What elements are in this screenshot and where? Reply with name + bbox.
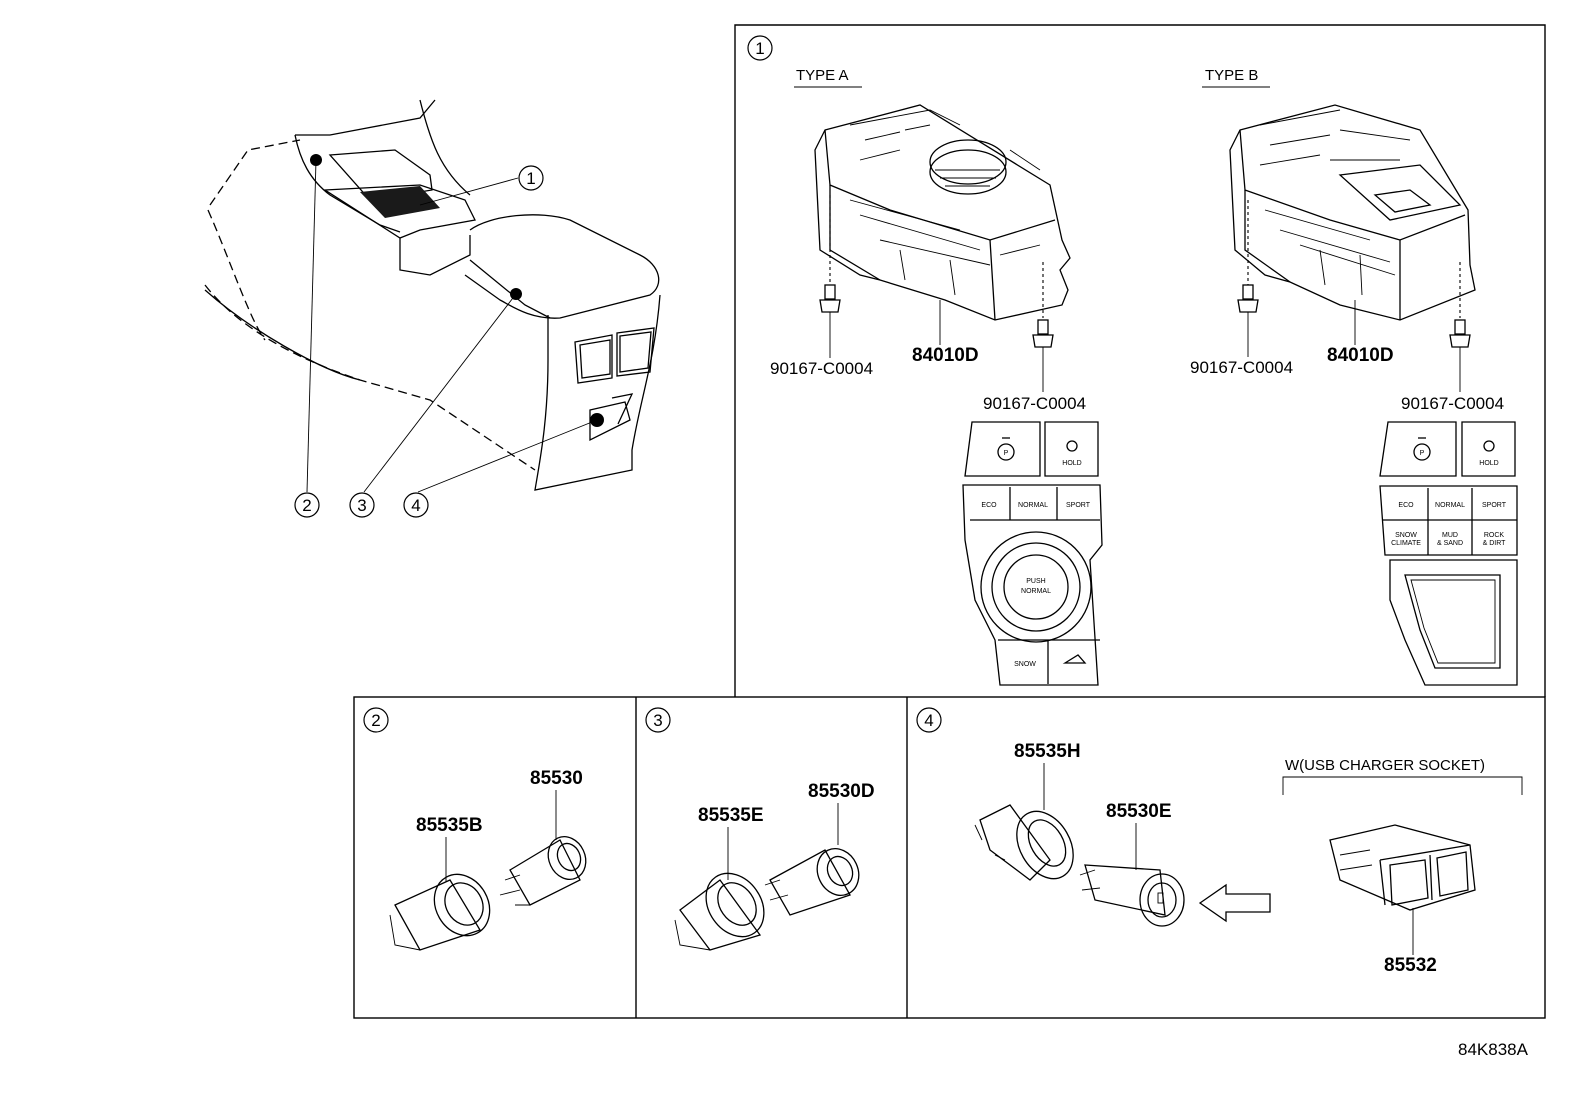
type-b-group: TYPE B 90167-C0004 84010D [1190, 67, 1518, 686]
type-b-mud-label: MUD [1442, 532, 1458, 539]
socket-85535h [974, 804, 1074, 881]
type-b-bolt-right-label: 90167-C0004 [1401, 394, 1504, 413]
panel-3-part-a: 85535E [698, 805, 764, 826]
diagram-code: 84K838A [1458, 1040, 1529, 1059]
type-a-module [814, 104, 1071, 321]
callout-3-circle [349, 492, 375, 518]
callout-3: 3 [357, 496, 366, 515]
socket-85530d [764, 848, 860, 916]
type-b-snow-sub-label: CLIMATE [1391, 540, 1421, 547]
panel-3-index-circle [645, 707, 671, 733]
usb-heading: W(USB CHARGER SOCKET) [1285, 757, 1485, 774]
panel-2-index-circle [363, 707, 389, 733]
type-a-switch-face: P HOLD ECO NORMAL SPORT PUSH NORMAL SNOW [962, 421, 1103, 686]
panel-3-index: 3 [653, 711, 662, 730]
type-a-eco-label: ECO [981, 502, 997, 509]
callout-4: 4 [411, 496, 420, 515]
type-a-bolt-right-label: 90167-C0004 [983, 394, 1086, 413]
type-b-module [1229, 104, 1476, 321]
type-b-bolt-right [1449, 262, 1471, 392]
type-b-bolt-left-label: 90167-C0004 [1190, 358, 1293, 377]
console-overview: 1 2 3 4 [204, 99, 661, 518]
type-b-bolt-left [1237, 200, 1259, 357]
panel-4-part-a: 85535H [1014, 741, 1081, 762]
panel-1: 1 TYPE A 90 [734, 24, 1546, 697]
socket-85530e [1079, 864, 1185, 927]
panel-2: 2 85530 85535B [363, 707, 587, 951]
type-b-normal-label: NORMAL [1435, 502, 1465, 509]
usb-part-label: 85532 [1384, 955, 1437, 976]
callout-2-circle [294, 492, 320, 518]
type-b-snow-label: SNOW [1395, 532, 1417, 539]
panel-2-part-b: 85535B [416, 815, 483, 836]
type-a-normal-label: NORMAL [1018, 502, 1048, 509]
callout-1-circle [518, 165, 544, 191]
type-b-mud-sub-label: & SAND [1437, 540, 1463, 547]
type-a-bolt-left-label: 90167-C0004 [770, 359, 873, 378]
callout-2: 2 [302, 496, 311, 515]
type-a-sport-label: SPORT [1066, 502, 1091, 509]
panel-2-index: 2 [371, 711, 380, 730]
callout-4-circle [403, 492, 429, 518]
panel-2-part-a: 85530 [530, 768, 583, 789]
type-a-group: TYPE A 90167-C0004 [770, 67, 1103, 686]
type-b-heading: TYPE B [1205, 67, 1258, 84]
type-a-bolt-left [819, 195, 841, 358]
socket-85530 [499, 836, 587, 906]
panel-3-part-b: 85530D [808, 781, 875, 802]
type-a-assembly-label: 84010D [912, 345, 979, 366]
type-a-hold-label: HOLD [1062, 460, 1081, 467]
type-b-hold-label: HOLD [1479, 460, 1498, 467]
type-b-rock-sub-label: & DIRT [1483, 540, 1507, 547]
panel-1-index: 1 [755, 39, 764, 58]
type-b-sport-label: SPORT [1482, 502, 1507, 509]
type-a-snow-label: SNOW [1014, 661, 1036, 668]
type-b-eco-label: ECO [1398, 502, 1414, 509]
usb-charger-socket [1329, 824, 1476, 911]
type-a-bolt-right [1032, 262, 1054, 392]
panel-4-part-b: 85530E [1106, 801, 1172, 822]
callout-1: 1 [526, 169, 535, 188]
bottom-panels [353, 696, 1546, 1019]
socket-85535b [389, 873, 491, 951]
panel-4-index-circle [916, 707, 942, 733]
panel-4: 4 85535H 85530E W(USB CHARGER SOCKET) [916, 707, 1523, 976]
type-a-p-label: P [1004, 450, 1009, 457]
type-a-push-normal-label: NORMAL [1021, 588, 1051, 595]
socket-85535e [674, 872, 765, 951]
type-b-rock-label: ROCK [1484, 532, 1505, 539]
type-a-heading: TYPE A [796, 67, 849, 84]
direction-arrow [1198, 883, 1271, 923]
type-b-assembly-label: 84010D [1327, 345, 1394, 366]
panel-1-index-circle [747, 35, 773, 61]
type-b-p-label: P [1420, 450, 1425, 457]
type-b-switch-face: P HOLD ECO NORMAL SPORT SNOW CLIMATE MUD… [1379, 421, 1518, 686]
type-a-push-label: PUSH [1026, 578, 1045, 585]
panel-3: 3 85535E 85530D [645, 707, 875, 951]
panel-4-index: 4 [924, 711, 933, 730]
